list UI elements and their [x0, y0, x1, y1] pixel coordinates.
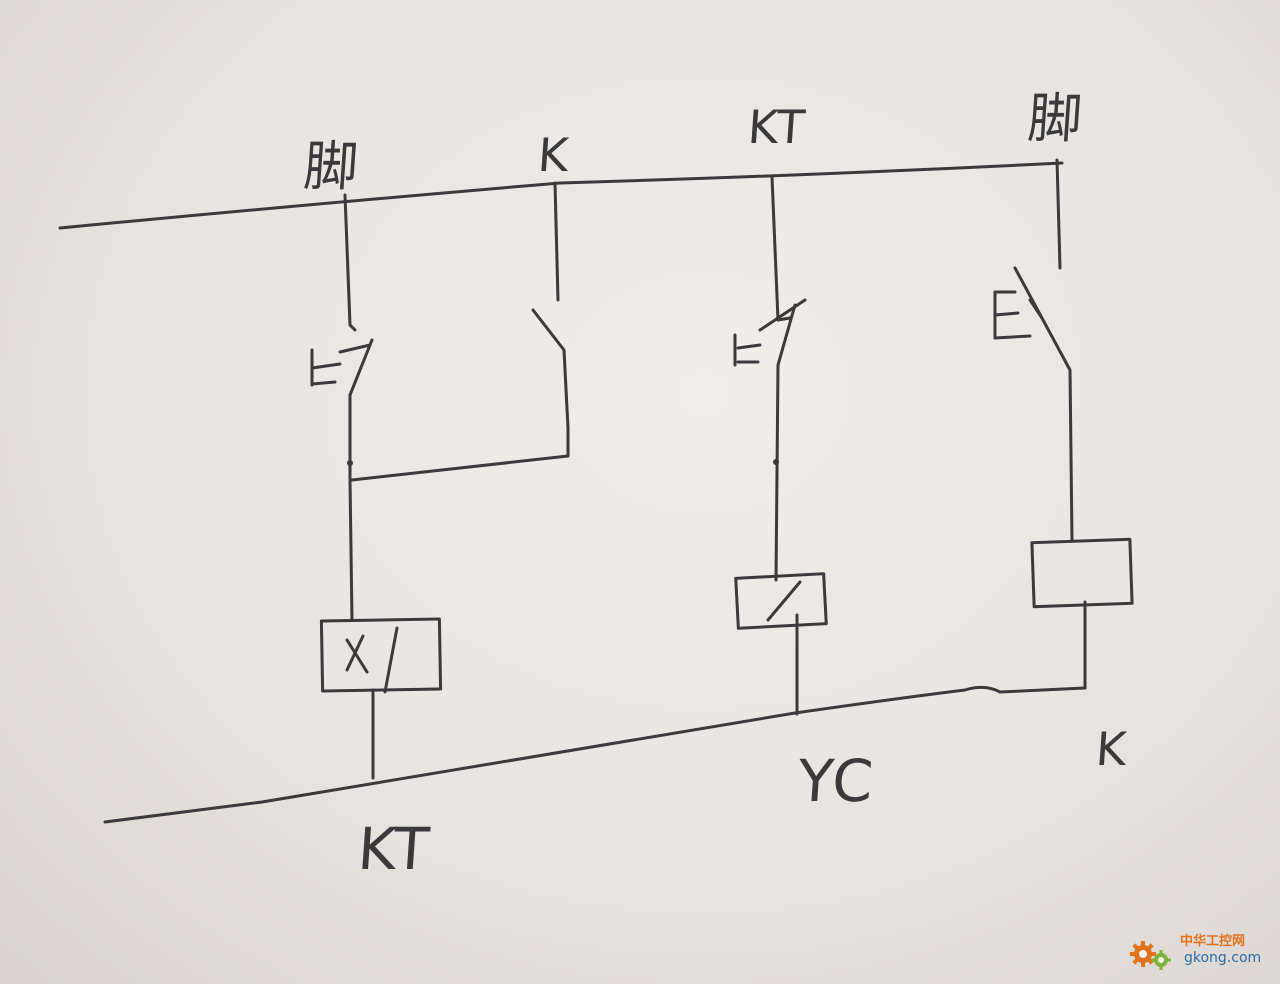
kt-coil-cross — [345, 626, 399, 694]
label-bottom-yc: YC — [795, 747, 878, 815]
branch-4-wire — [1013, 158, 1087, 690]
gear-icon — [1130, 941, 1171, 970]
label-top-2: K — [536, 128, 573, 182]
kt-coil — [319, 617, 443, 693]
branch-2-wire — [350, 181, 570, 482]
yc-coil — [734, 572, 828, 630]
label-bottom-kt: KT — [355, 815, 434, 883]
label-top-4: 脚 — [1025, 87, 1087, 150]
junction-dot — [773, 459, 779, 465]
branch-4-switch — [993, 290, 1044, 340]
bottom-rail — [103, 685, 1087, 824]
label-bottom-k: K — [1094, 722, 1131, 776]
watermark-text: 中华工控网 — [1180, 934, 1246, 949]
watermark-url: gkong.com — [1184, 950, 1262, 966]
yc-coil-slash — [766, 580, 802, 622]
branch-1-wire — [343, 193, 375, 780]
label-top-3: KT — [746, 100, 809, 154]
junction-dot — [347, 460, 353, 466]
watermark: 中华工控网 gkong.com — [1128, 926, 1268, 974]
branch-1-switch — [310, 323, 374, 397]
top-rail — [58, 161, 1064, 230]
k-coil — [1030, 537, 1134, 609]
branch-3-switch — [733, 298, 807, 367]
branch-3-wire — [770, 175, 799, 716]
label-top-1: 脚 — [301, 135, 363, 198]
